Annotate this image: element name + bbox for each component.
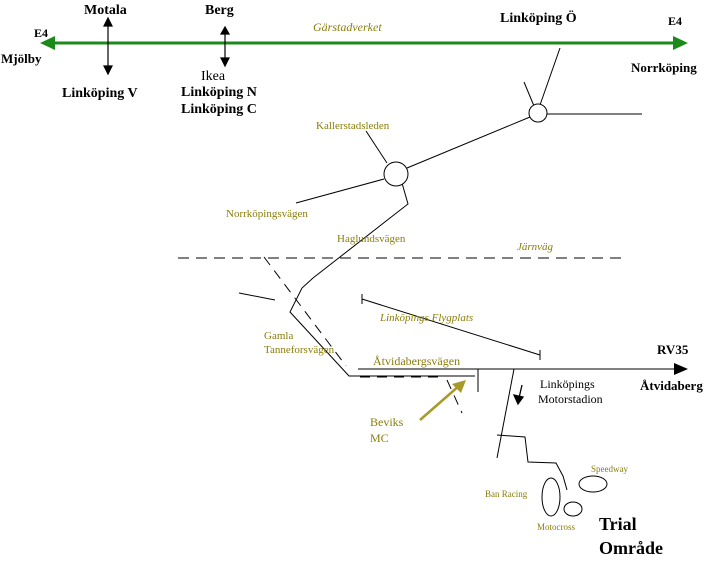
linkoping-o-label: Linköping Ö (500, 11, 577, 26)
e4-east-arrowhead (673, 36, 688, 50)
e4-east-label: E4 (668, 14, 683, 28)
speedway-label: Speedway (591, 464, 628, 474)
motocross-track (563, 501, 583, 517)
norrkopingsvagen-label: Norrköpingsvägen (226, 208, 308, 220)
south-roads (238, 277, 568, 491)
motala-label: Motala (84, 3, 127, 18)
omrade-label: Område (599, 538, 663, 558)
airport-runway (361, 294, 541, 360)
motala-interchange-arrow (103, 16, 113, 76)
berg-label: Berg (205, 3, 234, 18)
beviks-label-line2: MC (370, 431, 389, 445)
norrkoping-label: Norrköping (631, 60, 697, 75)
linkoping-c-label: Linköping C (181, 102, 257, 117)
motocross-label: Motocross (537, 522, 575, 532)
motorstadion-arrow (512, 384, 525, 406)
speedway-track (578, 475, 608, 493)
gamla-label: Gamla (264, 330, 294, 342)
e4-west-label: E4 (34, 26, 49, 40)
tanneforsvagen-label: Tanneforsvägen (264, 344, 335, 356)
e4-west-arrowhead (40, 36, 55, 50)
motorstadion-label-line2: Motorstadion (538, 392, 603, 406)
gamla-tanneforsvagen-dashed (263, 256, 463, 414)
flygplats-label: Linköpings Flygplats (380, 312, 474, 324)
e4-highway (40, 36, 688, 50)
kallerstadsleden-label: Kallerstadsleden (316, 120, 390, 132)
haglundsvagen-label: Haglundsvägen (337, 233, 406, 245)
jarnvag-label: Järnväg (517, 241, 554, 253)
ban-racing-label: Ban Racing (485, 489, 528, 499)
linkoping-v-label: Linköping V (62, 86, 138, 101)
motorstadion-label-line1: Linköpings (540, 377, 595, 391)
mjolby-label: Mjölby (1, 51, 42, 66)
garstadverket-label: Gärstadverket (313, 20, 382, 34)
ikea-label: Ikea (201, 69, 226, 84)
kallerstadsleden-roads (295, 116, 531, 279)
beviks-label-line1: Beviks (370, 415, 404, 429)
atvidabergsvagen-label: Åtvidabergsvägen (373, 354, 461, 368)
rv35-label: RV35 (657, 342, 689, 357)
rv35-arrowhead (674, 363, 688, 375)
roundabout-west (383, 161, 409, 187)
beviks-arrow (419, 380, 466, 421)
ban-racing-track (541, 477, 561, 517)
berg-interchange-arrow (219, 25, 231, 68)
linkoping-o-roads (523, 47, 642, 123)
trial-label: Trial (599, 514, 637, 534)
atvidaberg-label: Åtvidaberg (640, 378, 703, 393)
roundabout-east (528, 103, 548, 123)
linkoping-n-label: Linköping N (181, 85, 257, 100)
